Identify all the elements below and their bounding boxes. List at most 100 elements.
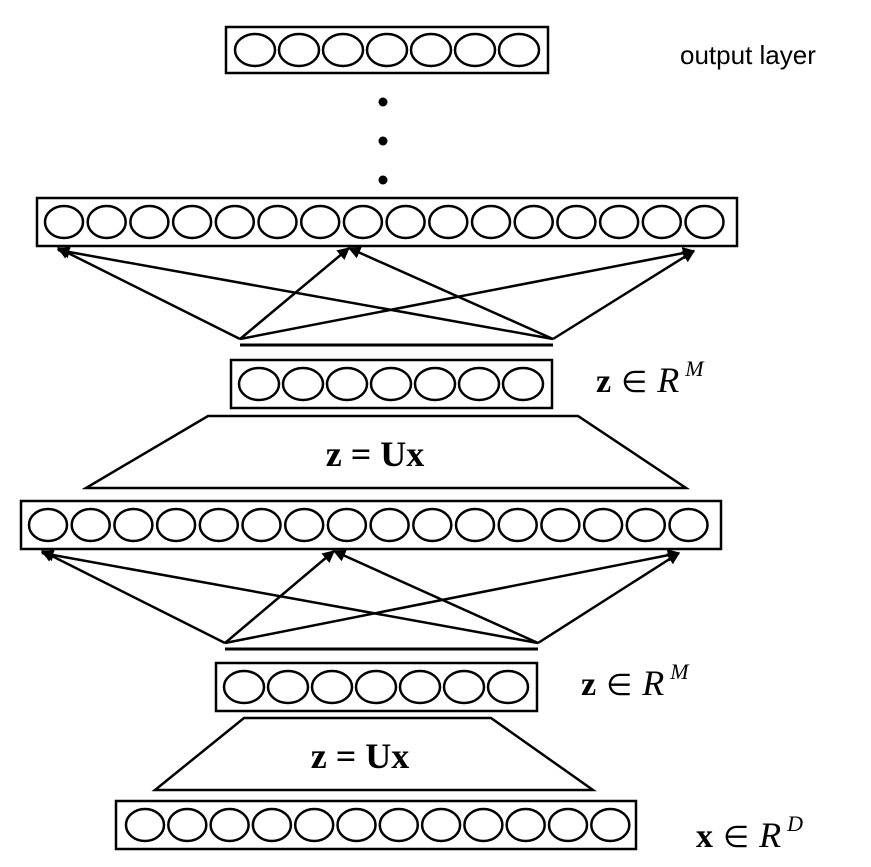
neuron (463, 807, 504, 843)
code-layer-top-label: z ∈ R M (596, 356, 705, 400)
arrow (239, 247, 696, 341)
neuron (420, 807, 462, 843)
neuron (497, 507, 538, 543)
neuron (668, 507, 709, 543)
neuron (454, 507, 496, 543)
input-layer-neurons (124, 807, 631, 843)
neuron (86, 204, 127, 240)
code-layer-top (229, 358, 554, 410)
neuron (556, 204, 597, 240)
neuron (113, 507, 154, 543)
neuron (241, 507, 282, 543)
neuron (412, 507, 453, 543)
neuron (641, 204, 683, 240)
input-layer-label: x ∈ R D (696, 811, 803, 855)
neuron (70, 507, 111, 543)
input-layer-box (114, 799, 638, 851)
output-layer-neurons (233, 32, 541, 68)
encoder-top-equation: z = Ux (326, 434, 425, 474)
neuron (257, 204, 298, 240)
hidden-layer-bottom (19, 499, 723, 551)
neuron (209, 807, 250, 843)
arrow (56, 245, 554, 341)
neuron (293, 807, 335, 843)
neuron (409, 32, 453, 68)
neuron (413, 366, 457, 402)
hidden-layer-top-neurons (43, 204, 725, 240)
neuron (486, 669, 530, 705)
encoder-bottom-trapezoid (151, 716, 597, 792)
fanout-arrows-bottom (40, 548, 681, 651)
neuron (398, 669, 442, 705)
output-layer (224, 25, 550, 75)
neuron (325, 366, 369, 402)
neuron (198, 507, 240, 543)
neuron (43, 204, 85, 240)
ellipsis (378, 97, 388, 185)
neuron (299, 204, 341, 240)
neuron (266, 669, 310, 705)
code-layer-top-neurons (237, 366, 545, 402)
neuron (497, 32, 541, 68)
neuron (336, 807, 377, 843)
neuron (684, 204, 725, 240)
neuron (365, 32, 409, 68)
encoder-top: z = Ux (81, 414, 691, 490)
ellipsis-dot (378, 97, 388, 107)
neuron (453, 32, 497, 68)
hidden-layer-top (35, 196, 739, 248)
neuron (540, 507, 581, 543)
code-layer-top-box (229, 358, 554, 410)
neuron (281, 366, 325, 402)
neuron (598, 204, 640, 240)
arrow (552, 249, 696, 341)
code-layer-bottom-neurons (222, 669, 530, 705)
neuron (470, 204, 512, 240)
neuron (124, 807, 166, 843)
neuron (277, 32, 321, 68)
arrow (224, 549, 681, 645)
arrow (347, 246, 554, 341)
neuron (625, 507, 667, 543)
neuron (155, 507, 197, 543)
code-layer-bottom-box (214, 661, 539, 713)
code-layer-bottom-label: z ∈ R M (581, 659, 690, 703)
hidden-layer-bottom-box (19, 499, 723, 551)
neuron (342, 204, 384, 240)
neuron (233, 32, 277, 68)
encoder-bottom-equation: z = Ux (311, 736, 410, 776)
code-layer-bottom (214, 661, 539, 713)
hidden-layer-top-box (35, 196, 739, 248)
fanout-arrows-top (56, 245, 696, 347)
neuron (251, 807, 293, 843)
ellipsis-dot (378, 136, 388, 146)
neuron (237, 366, 281, 402)
neuron (442, 669, 486, 705)
neuron (326, 507, 368, 543)
arrow (40, 549, 226, 645)
output-layer-label: output layer (680, 40, 816, 70)
neuron (385, 204, 426, 240)
encoder-bottom: z = Ux (151, 716, 597, 792)
neuron (378, 807, 420, 843)
neuron (321, 32, 365, 68)
neuron (457, 366, 501, 402)
neuron (369, 507, 410, 543)
neuron (129, 204, 170, 240)
neuron (501, 366, 545, 402)
neuron (27, 507, 69, 543)
encoder-top-trapezoid (81, 414, 691, 490)
ellipsis-dot (378, 175, 388, 185)
neuron (283, 507, 325, 543)
neuron (428, 204, 469, 240)
neuron (369, 366, 413, 402)
input-layer (114, 799, 638, 851)
neuron (310, 669, 354, 705)
arrow (56, 246, 241, 341)
neuron (582, 507, 624, 543)
arrow (40, 548, 539, 645)
neuron (354, 669, 398, 705)
neuron (214, 204, 256, 240)
neuron (505, 807, 546, 843)
